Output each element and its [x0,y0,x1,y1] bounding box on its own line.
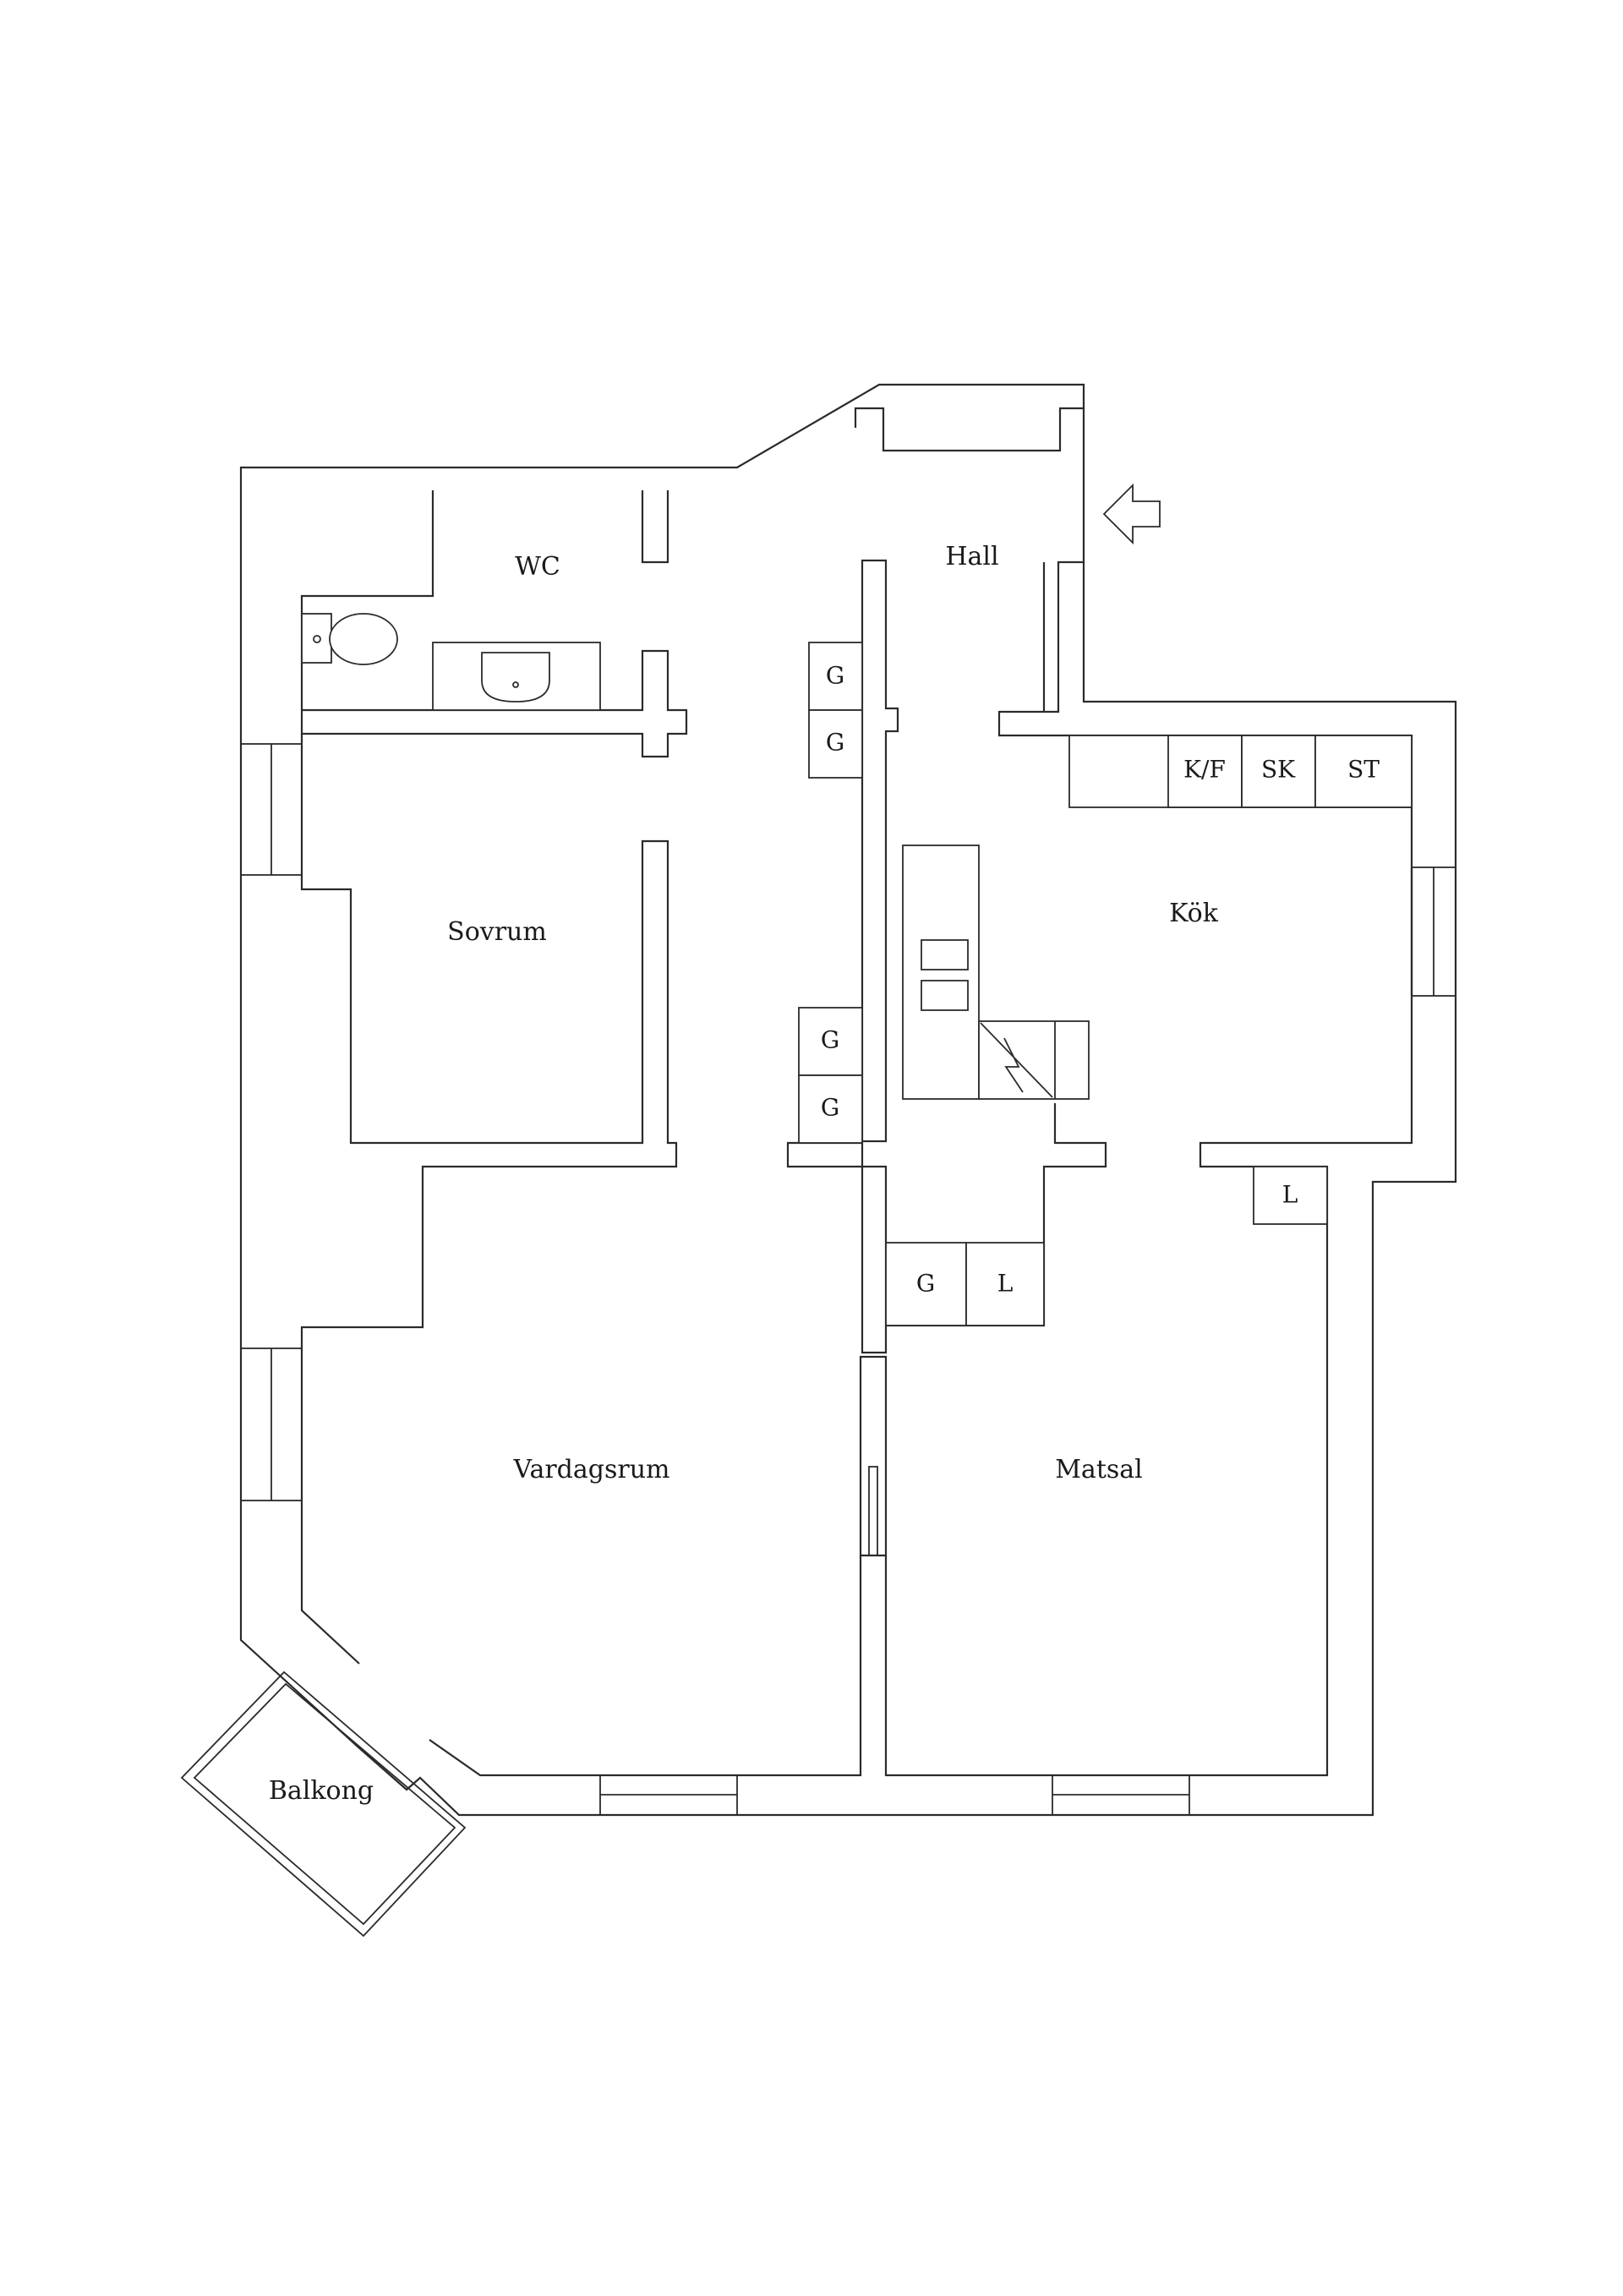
fixture-label-g-5: G [916,1270,935,1298]
closet-l-matsal [1253,1166,1328,1225]
fixture-labels: G G G G G L L K/F SK ST [821,662,1380,1298]
room-label-hall: Hall [945,542,998,571]
balcony [180,1670,467,1938]
balcony-outer [180,1670,467,1938]
island-hob-2 [921,980,969,1011]
fixture-label-g-4: G [821,1094,839,1122]
fixture-label-kf: K/F [1183,756,1226,784]
closet-l-south [965,1242,1045,1326]
island-hob [921,939,969,970]
living-divider-wall [859,1355,888,1557]
wc-fixtures [301,613,601,711]
wc-bottom-wall [300,649,688,758]
closet-hall-1 [808,642,863,711]
fixture-label-g-1: G [826,662,844,690]
inner-wall-hall-top [854,407,1084,452]
room-labels: WC Hall Sovrum Kök Vardagsrum Matsal Bal… [269,542,1219,1806]
windows [240,743,1456,1816]
room-label-sovrum: Sovrum [447,917,547,947]
closets [798,642,1328,1326]
sliding-door-panel [868,1466,878,1556]
hall-west-wall [861,559,899,1143]
fixture-label-st: ST [1347,756,1380,784]
fixture-st [1314,735,1413,808]
wc-door-jamb-top [641,490,669,564]
outer-wall-outline [239,383,1457,1817]
fixture-label-g-3: G [821,1026,839,1054]
entrance-arrow-icon [1102,483,1161,545]
fixture-label-g-2: G [826,729,844,757]
room-label-matsal: Matsal [1055,1455,1143,1484]
central-core-wall [786,1141,888,1354]
closet-g-south [885,1242,967,1326]
inner-wall-north [300,490,434,706]
kitchen-counter-east [978,1020,1090,1100]
electrical-panel-icon [980,1022,1053,1098]
fixture-sk [1241,735,1316,808]
room-label-balkong: Balkong [269,1776,374,1806]
toilet-cistern-icon [301,613,332,664]
wall-west-inner [300,734,678,1665]
closet-hall-2 [808,709,863,779]
fixture-kf [1167,735,1243,808]
closet-hall-3 [798,1007,863,1076]
room-label-kok: Kök [1169,899,1219,928]
kitchen-island [902,845,980,1100]
sink-icon [481,652,550,702]
fixture-label-l-1: L [997,1270,1014,1298]
fixture-label-l-2: L [1282,1181,1298,1209]
room-label-wc: WC [515,552,560,582]
fixture-label-sk: SK [1261,756,1296,784]
wall-south-inner [429,1555,862,1777]
balcony-inner [193,1682,456,1926]
toilet-bowl-icon [329,613,398,665]
room-label-vardagsrum: Vardagsrum [513,1455,670,1484]
kitchen-fixtures [902,735,1413,1100]
closet-hall-4 [798,1074,863,1144]
